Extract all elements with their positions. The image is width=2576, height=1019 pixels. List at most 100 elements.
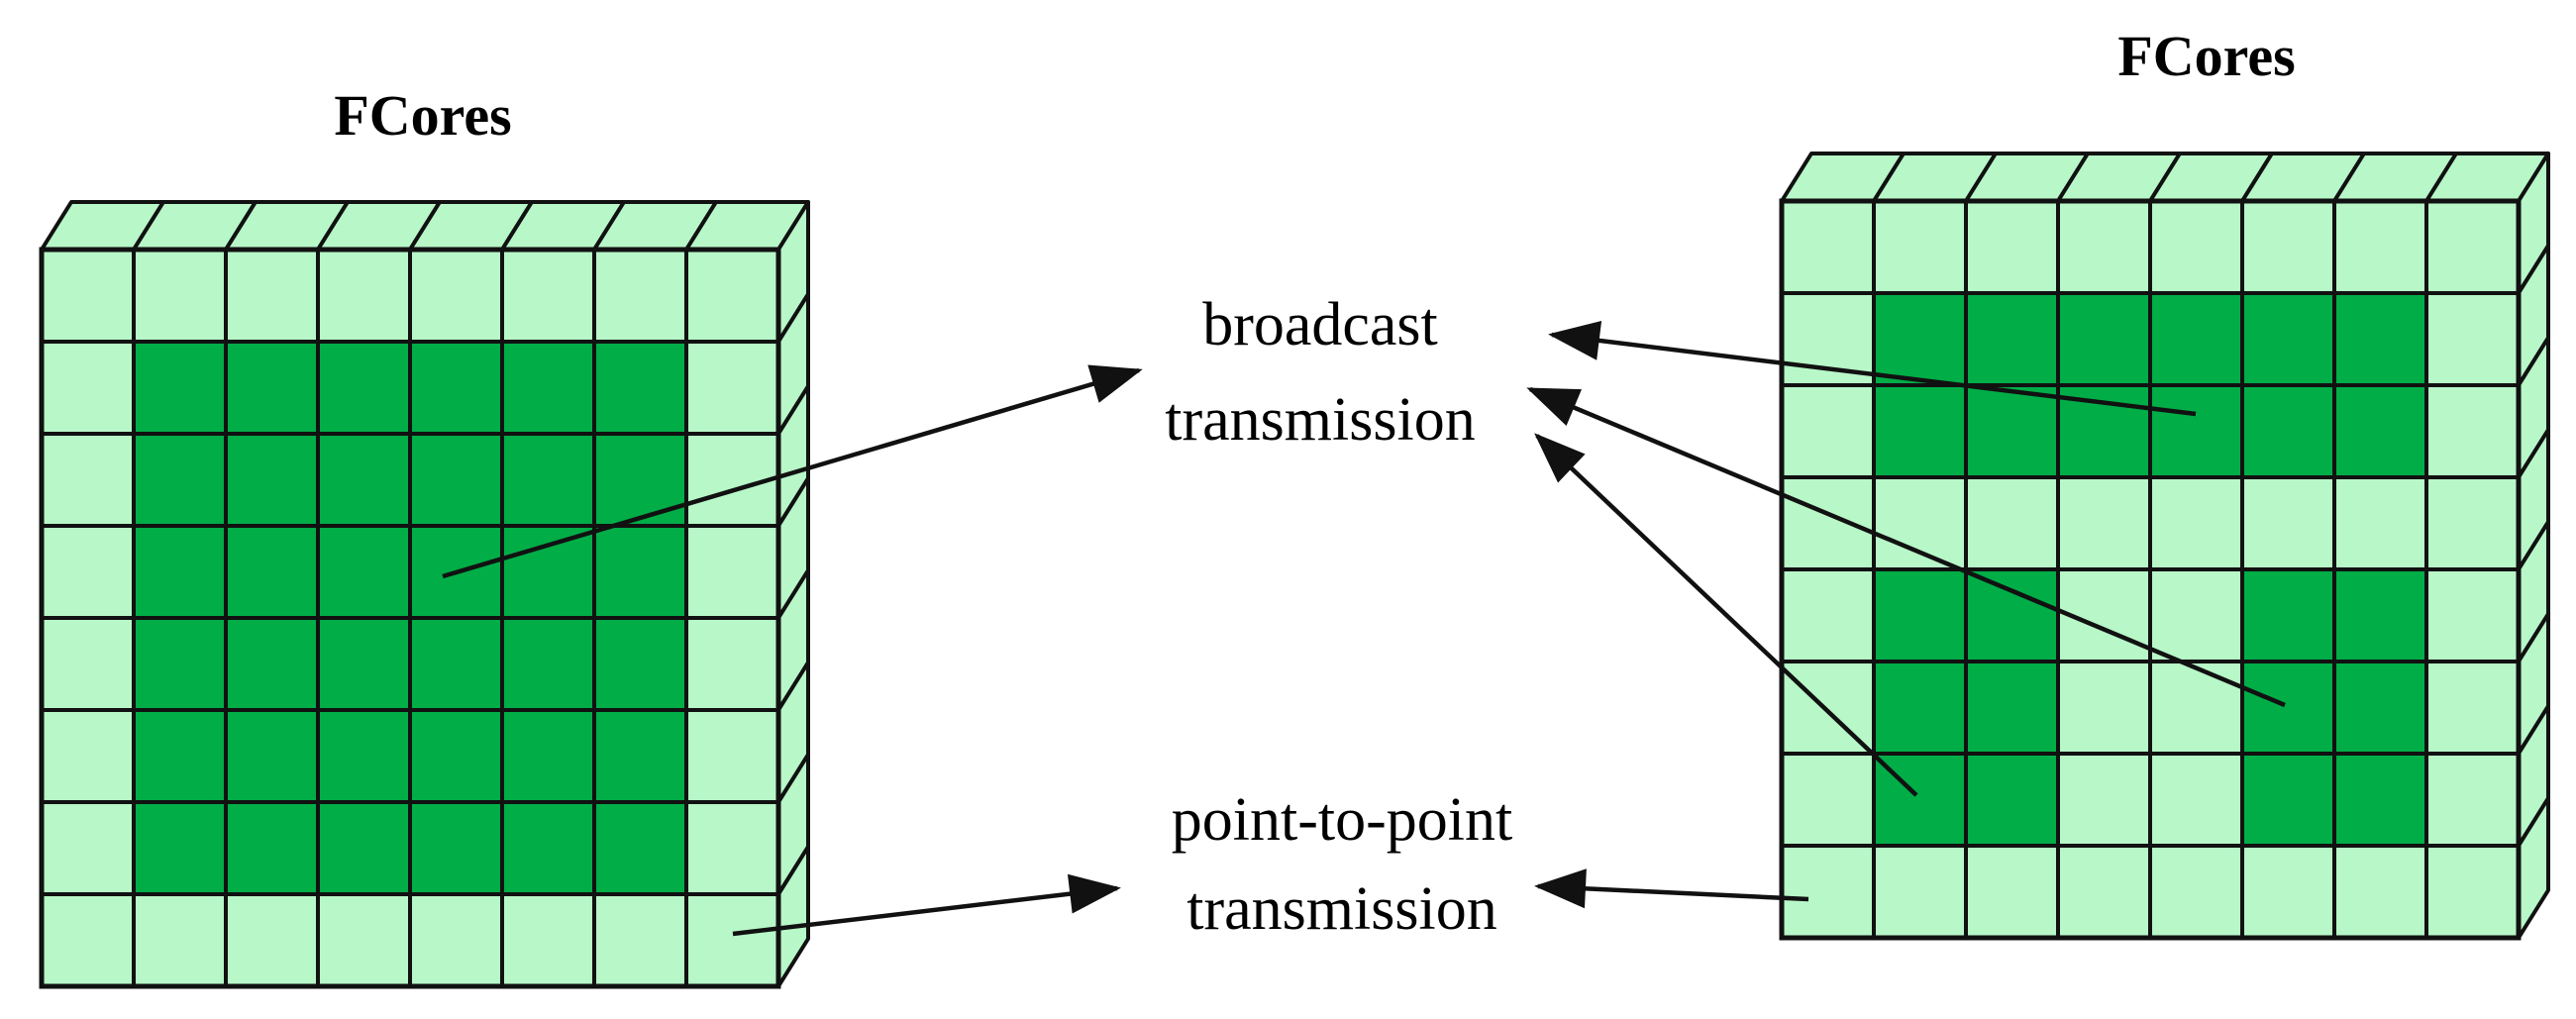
left-active-core-cell — [132, 616, 228, 712]
left-idle-core-cell — [684, 248, 780, 344]
left-idle-core-cell — [40, 248, 136, 344]
left-active-core-cell — [592, 616, 688, 712]
right-idle-core-cell — [2332, 475, 2428, 571]
right-idle-core-cell — [1872, 199, 1968, 295]
left-active-core-cell — [500, 524, 596, 620]
left-p2p-arrow-shaft — [732, 885, 1118, 937]
right-broadcast-arrow-1-head — [1548, 321, 1602, 360]
left-active-core-cell — [132, 800, 228, 896]
left-p2p-arrow-head — [1067, 873, 1121, 914]
left-active-core-cell — [316, 616, 412, 712]
right-idle-core-cell — [2424, 475, 2521, 571]
left-grid-front-face — [40, 248, 780, 988]
right-idle-core-cell — [1964, 199, 2060, 295]
p2p-label-line1: point-to-point — [1172, 786, 1512, 854]
right-idle-core-cell — [1872, 844, 1968, 940]
left-active-core-cell — [500, 432, 596, 528]
left-active-core-cell — [408, 432, 504, 528]
broadcast-label-line1: broadcast — [1202, 291, 1438, 358]
left-idle-core-cell — [40, 892, 136, 988]
right-idle-core-cell — [2424, 199, 2521, 295]
left-active-core-cell — [316, 708, 412, 804]
right-idle-core-cell — [1780, 199, 1876, 295]
left-idle-core-cell — [408, 248, 504, 344]
right-active-core-cell — [2240, 291, 2336, 387]
right-idle-core-cell — [1780, 567, 1876, 663]
right-idle-core-cell — [2424, 383, 2521, 479]
right-idle-core-cell — [1780, 383, 1876, 479]
right-idle-core-cell — [1780, 475, 1876, 571]
left-active-core-cell — [224, 708, 320, 804]
right-idle-core-cell — [1964, 475, 2060, 571]
left-active-core-cell — [224, 432, 320, 528]
right-idle-core-cell — [2148, 660, 2244, 756]
left-active-core-cell — [592, 340, 688, 436]
right-active-core-cell — [2332, 567, 2428, 663]
left-idle-core-cell — [684, 892, 780, 988]
arrows — [442, 321, 2286, 937]
left-active-core-cell — [408, 800, 504, 896]
left-idle-core-cell — [40, 524, 136, 620]
right-idle-core-cell — [2148, 567, 2244, 663]
right-active-core-cell — [1964, 383, 2060, 479]
left-idle-core-cell — [684, 708, 780, 804]
left-active-core-cell — [500, 340, 596, 436]
right-active-core-cell — [2240, 752, 2336, 848]
left-active-core-cell — [500, 708, 596, 804]
left-idle-core-cell — [40, 708, 136, 804]
left-broadcast-arrow-shaft — [442, 367, 1140, 579]
right-idle-core-cell — [1872, 475, 1968, 571]
right-active-core-cell — [2240, 567, 2336, 663]
right-broadcast-arrow-2-head — [1526, 387, 1582, 426]
left-active-core-cell — [408, 708, 504, 804]
left-fcores-grid — [39, 200, 810, 989]
left-broadcast-arrow-head — [1087, 364, 1143, 403]
left-idle-core-cell — [500, 248, 596, 344]
left-idle-core-cell — [224, 892, 320, 988]
left-idle-core-cell — [684, 800, 780, 896]
left-active-core-cell — [316, 800, 412, 896]
left-active-core-cell — [316, 524, 412, 620]
left-active-core-cell — [132, 340, 228, 436]
left-active-core-cell — [316, 432, 412, 528]
right-idle-core-cell — [2056, 475, 2152, 571]
left-idle-core-cell — [592, 892, 688, 988]
left-active-core-cell — [408, 340, 504, 436]
left-active-core-cell — [592, 800, 688, 896]
right-grid-title: FCores — [2117, 24, 2295, 88]
right-idle-core-cell — [2148, 844, 2244, 940]
right-idle-core-cell — [2056, 199, 2152, 295]
right-grid-front-face — [1780, 199, 2521, 940]
right-active-core-cell — [2332, 383, 2428, 479]
right-broadcast-arrow-3-head — [1534, 433, 1586, 483]
right-broadcast-arrow-1-shaft — [1551, 332, 2197, 417]
right-idle-core-cell — [1964, 844, 2060, 940]
right-idle-core-cell — [1780, 752, 1876, 848]
right-idle-core-cell — [2240, 199, 2336, 295]
right-p2p-arrow-head — [1534, 868, 1587, 909]
left-active-core-cell — [592, 432, 688, 528]
left-active-core-cell — [316, 340, 412, 436]
right-active-core-cell — [1964, 752, 2060, 848]
left-idle-core-cell — [132, 892, 228, 988]
left-active-core-cell — [500, 616, 596, 712]
left-idle-core-cell — [684, 340, 780, 436]
right-idle-core-cell — [2056, 844, 2152, 940]
right-grid-side-face — [2517, 152, 2550, 940]
left-active-core-cell — [224, 340, 320, 436]
right-active-core-cell — [1964, 291, 2060, 387]
right-active-core-cell — [2148, 291, 2244, 387]
right-fcores-grid — [1779, 152, 2550, 941]
right-idle-core-cell — [2332, 844, 2428, 940]
broadcast-label-line2: transmission — [1165, 386, 1475, 454]
right-active-core-cell — [2240, 383, 2336, 479]
right-active-core-cell — [2240, 660, 2336, 756]
left-idle-core-cell — [592, 248, 688, 344]
right-broadcast-arrow-2-shaft — [1529, 386, 2286, 708]
left-active-core-cell — [224, 524, 320, 620]
right-broadcast-arrow-3-shaft — [1535, 434, 1918, 797]
left-active-core-cell — [592, 524, 688, 620]
left-active-core-cell — [132, 708, 228, 804]
right-idle-core-cell — [2332, 199, 2428, 295]
left-idle-core-cell — [316, 892, 412, 988]
